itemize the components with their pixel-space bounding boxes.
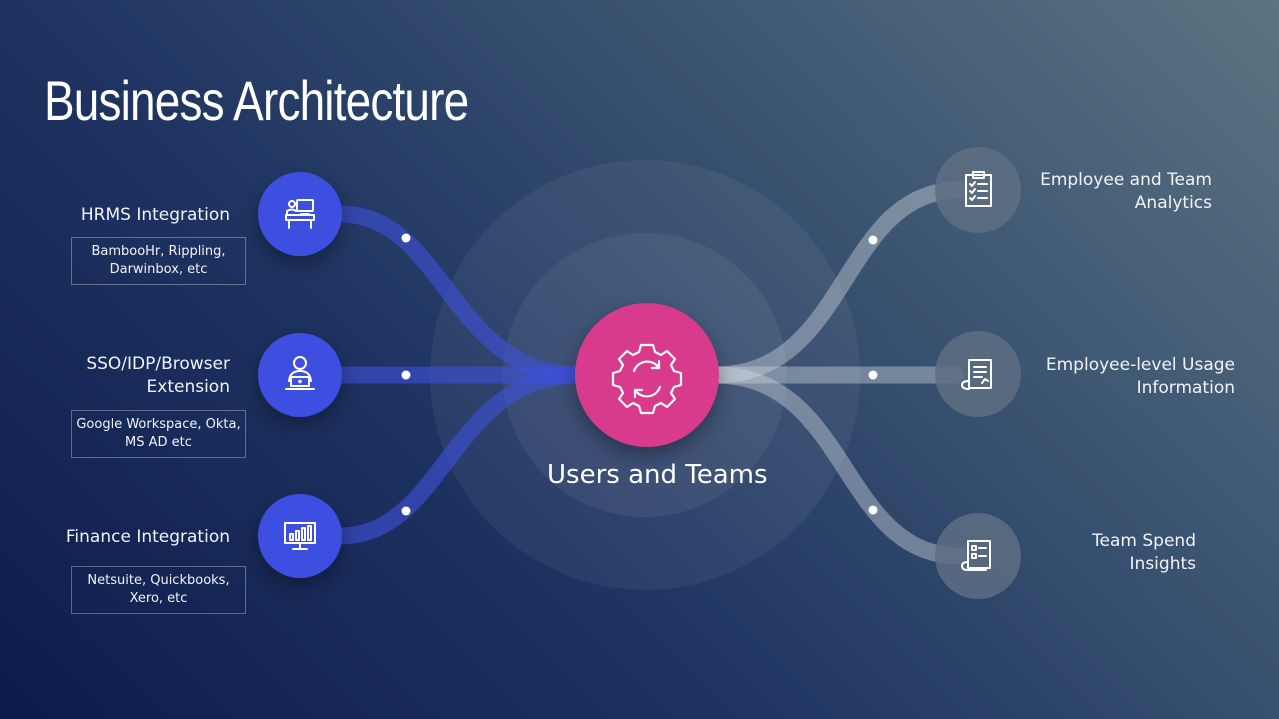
page-title: Business Architecture bbox=[44, 69, 469, 132]
flow-spend bbox=[706, 366, 969, 565]
bar-chart-monitor-icon bbox=[284, 522, 316, 550]
dot-usage bbox=[868, 370, 878, 380]
dot-sso bbox=[401, 370, 411, 380]
dot-hrms bbox=[401, 233, 411, 243]
center-label: Users and Teams bbox=[547, 460, 768, 490]
input-flows bbox=[331, 205, 589, 545]
sso-details: Google Workspace, Okta, MS AD etc bbox=[71, 410, 246, 458]
user-laptop-icon bbox=[285, 356, 315, 390]
spend-label: Team Spend Insights bbox=[1092, 531, 1196, 574]
desk-worker-icon bbox=[285, 199, 315, 229]
gear-sync-icon bbox=[611, 343, 683, 415]
hrms-details: BambooHr, Rippling, Darwinbox, etc bbox=[71, 237, 246, 285]
document-scroll-icon bbox=[961, 359, 992, 390]
flow-dots bbox=[401, 233, 878, 516]
finance-label: Finance Integration bbox=[65, 527, 230, 547]
finance-details: Netsuite, Quickbooks, Xero, etc bbox=[71, 566, 246, 614]
analytics-label: Employee and Team Analytics bbox=[1040, 170, 1212, 213]
flow-analytics bbox=[706, 181, 969, 384]
output-node-spend bbox=[935, 513, 1021, 599]
dot-finance bbox=[401, 506, 411, 516]
center-node bbox=[575, 303, 719, 447]
hrms-label: HRMS Integration bbox=[80, 205, 230, 225]
sso-label: SSO/IDP/Browser Extension bbox=[86, 354, 230, 397]
clipboard-checklist-icon bbox=[965, 171, 992, 207]
input-node-hrms bbox=[258, 172, 342, 256]
receipt-list-icon bbox=[961, 540, 991, 571]
dot-analytics bbox=[868, 235, 878, 245]
usage-label: Employee-level Usage Information bbox=[1045, 355, 1235, 398]
dot-spend bbox=[868, 505, 878, 515]
flow-finance bbox=[331, 366, 589, 545]
output-node-analytics bbox=[935, 147, 1021, 233]
output-node-usage bbox=[935, 331, 1021, 417]
output-flows bbox=[706, 181, 969, 565]
input-node-finance bbox=[258, 494, 342, 578]
input-node-sso bbox=[258, 333, 342, 417]
